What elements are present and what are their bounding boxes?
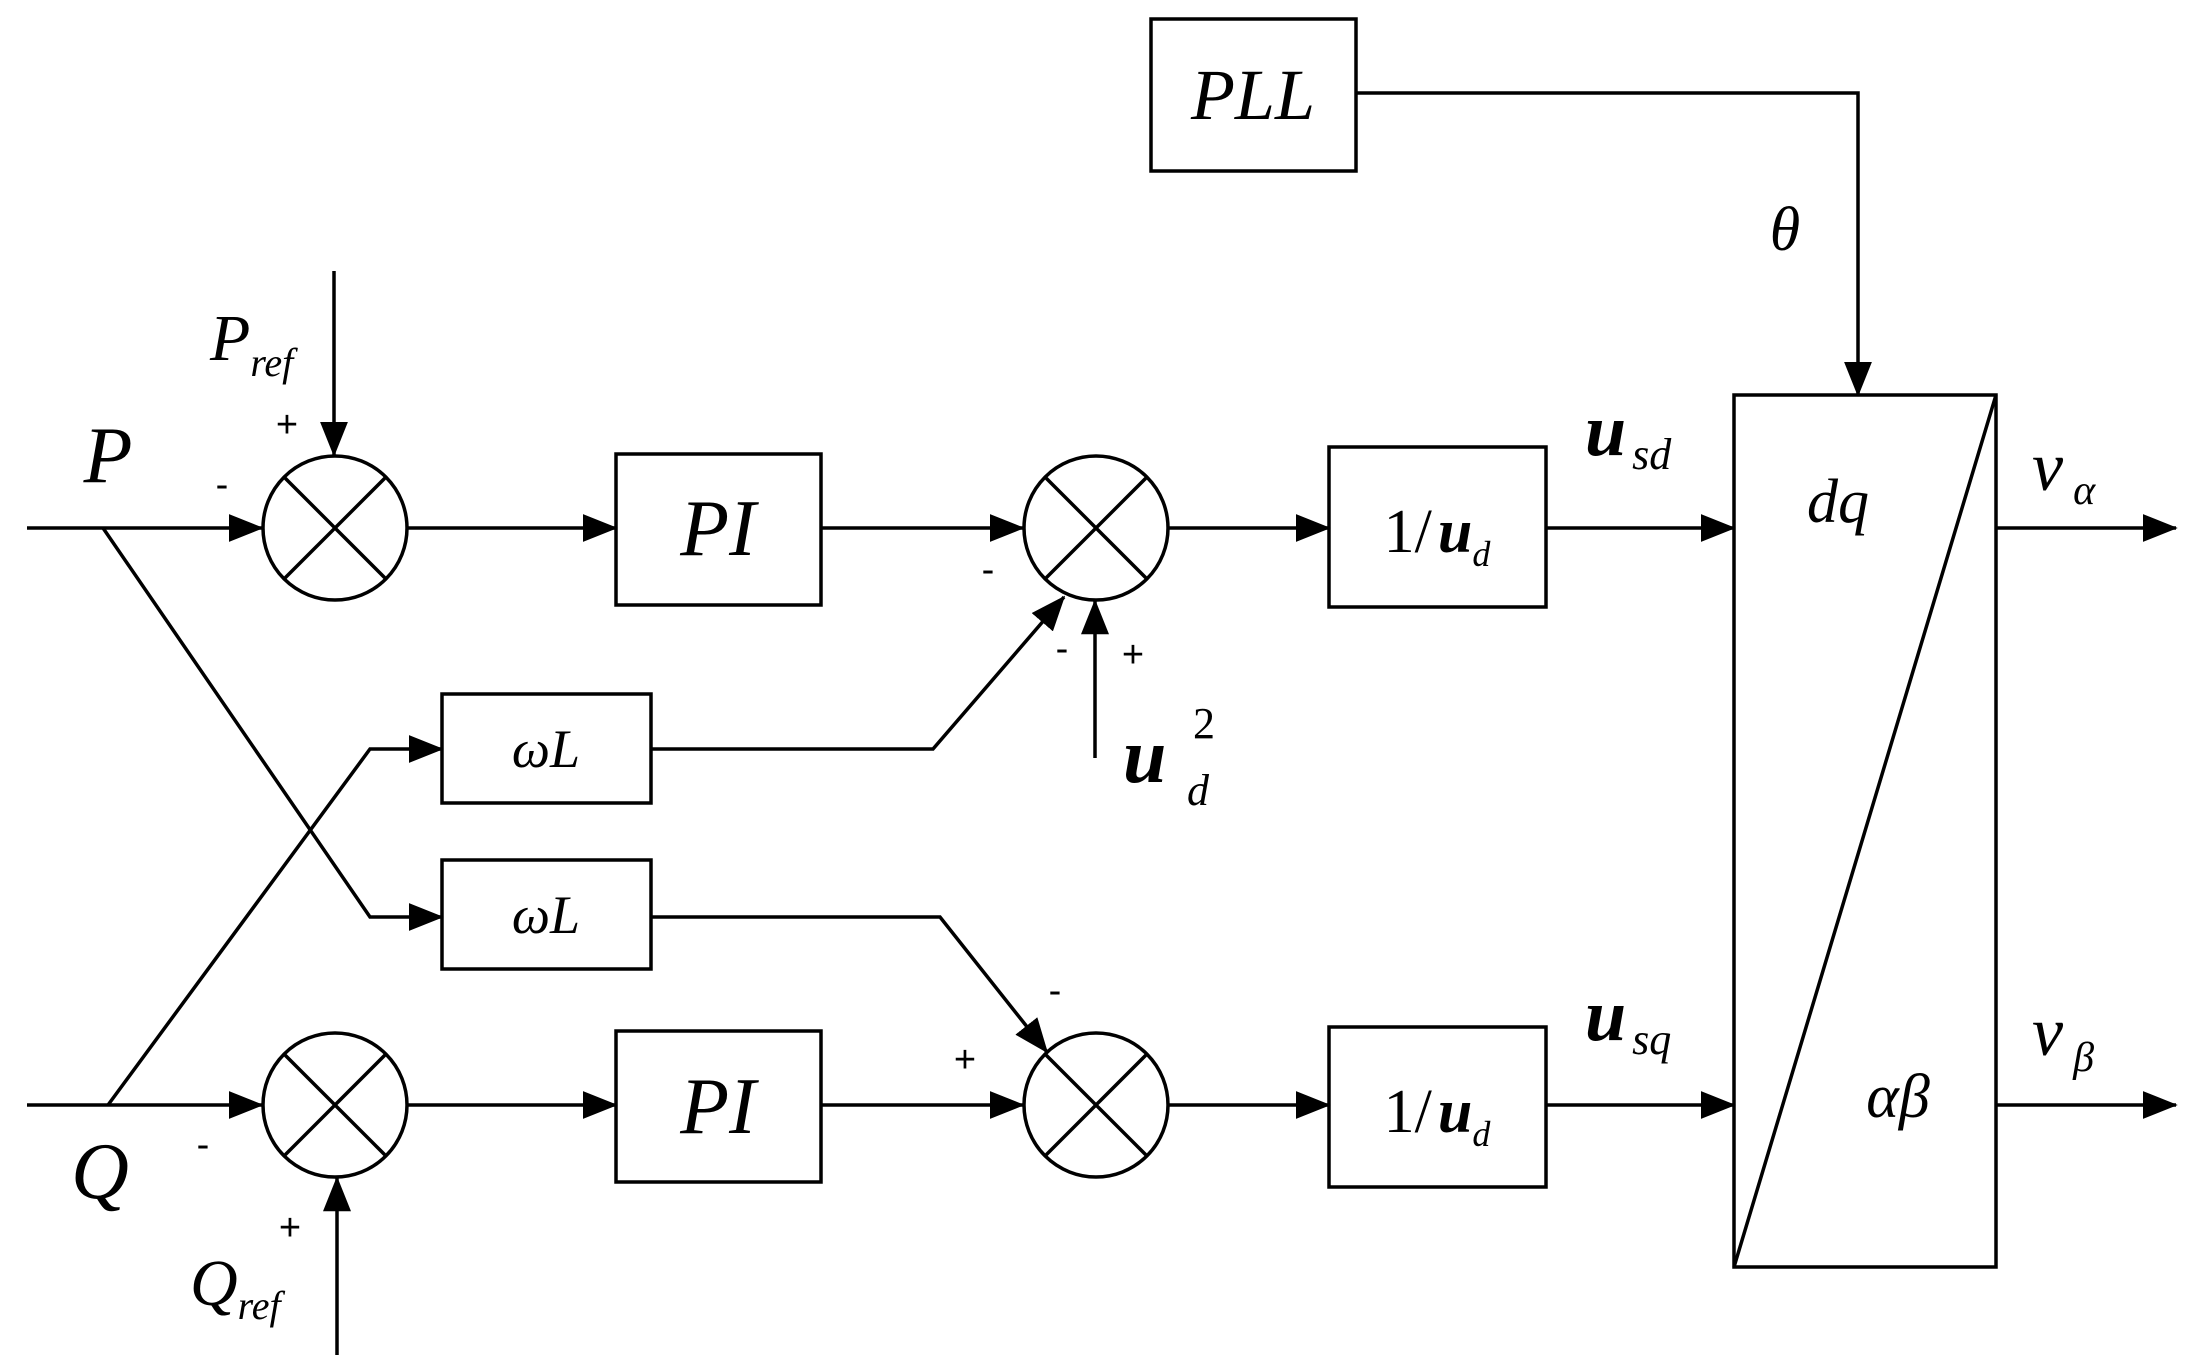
p-to-wl-bottom [101, 527, 444, 931]
inv-top-var: u [1438, 498, 1472, 566]
pi-top-label: PI [679, 485, 759, 573]
sign-sum4-ref: + [279, 1207, 301, 1249]
q-to-wl-top [106, 735, 444, 1107]
sign-sum2-wl: - [1056, 628, 1069, 670]
inv-top-num: 1/ [1384, 498, 1433, 566]
sum-junction-p [261, 454, 409, 602]
alphabeta-label: αβ [1866, 1063, 1930, 1131]
pi-block-top: PI [614, 452, 823, 607]
sign-sum3-pi: + [954, 1039, 976, 1081]
wl-top-label: ωL [512, 719, 580, 779]
sign-sum2-pi: - [982, 549, 995, 591]
v-beta-sub: β [2072, 1035, 2094, 1081]
pref-main: P [209, 302, 250, 375]
sum-junction-qdec [1022, 1031, 1170, 1179]
wl-block-top: ωL [440, 692, 653, 805]
sign-sum1-ref: + [276, 404, 298, 446]
inv-bottom-var: u [1438, 1078, 1472, 1146]
pll-block: PLL [1149, 17, 1358, 173]
q-label: Q [71, 1128, 129, 1216]
sign-sum2-ud: + [1122, 634, 1144, 676]
usd-sub: sd [1632, 430, 1672, 479]
pref-sub: ref [250, 340, 298, 385]
ud2-main: u [1123, 712, 1166, 799]
inv-bottom-num: 1/ [1384, 1078, 1433, 1146]
wl-bottom-to-sum-q [651, 915, 1049, 1054]
inv-top-sub: d [1472, 534, 1491, 574]
wl-bottom-label: ωL [512, 885, 580, 945]
inv-bottom-label: 1/ud [1384, 1078, 1492, 1154]
v-beta-main: v [2032, 994, 2064, 1071]
qref-label: Qref [190, 1247, 286, 1328]
ud2-sub: d [1187, 766, 1210, 815]
ud2-sup: 2 [1193, 699, 1215, 748]
pll-label: PLL [1190, 55, 1315, 135]
p-label: P [83, 412, 133, 500]
usq-main: u [1585, 975, 1626, 1057]
theta-line [1356, 91, 1872, 397]
connections [27, 91, 2178, 1355]
inv-bottom-sub: d [1472, 1114, 1491, 1154]
wl-top-to-sum-d [651, 595, 1066, 751]
pi-block-bottom: PI [614, 1029, 823, 1184]
inverse-ud-block-bottom: 1/ud [1327, 1025, 1548, 1189]
inv-top-label: 1/ud [1384, 498, 1492, 574]
theta-label: θ [1770, 196, 1800, 264]
transform-diagonal [1732, 394, 1998, 1268]
sign-sum1-fb: - [216, 464, 229, 506]
wl-block-bottom: ωL [440, 858, 653, 971]
sum-junction-d [1022, 454, 1170, 602]
qref-sub: ref [238, 1283, 286, 1328]
sign-sum3-wl: - [1049, 970, 1062, 1012]
v-alpha-sub: α [2073, 468, 2096, 514]
pi-bottom-label: PI [679, 1063, 759, 1151]
inverse-ud-block-top: 1/ud [1327, 445, 1548, 609]
v-alpha-main: v [2032, 429, 2064, 506]
usd-main: u [1585, 390, 1626, 472]
dq-label: dq [1807, 468, 1869, 536]
sign-sum4-fb: - [197, 1124, 210, 1166]
usq-sub: sq [1632, 1015, 1671, 1064]
qref-main: Q [190, 1247, 238, 1320]
dq-alphabeta-transform-block: dq αβ [1732, 393, 1998, 1269]
pref-label: Pref [209, 302, 298, 385]
sum-junction-q [261, 1031, 409, 1179]
